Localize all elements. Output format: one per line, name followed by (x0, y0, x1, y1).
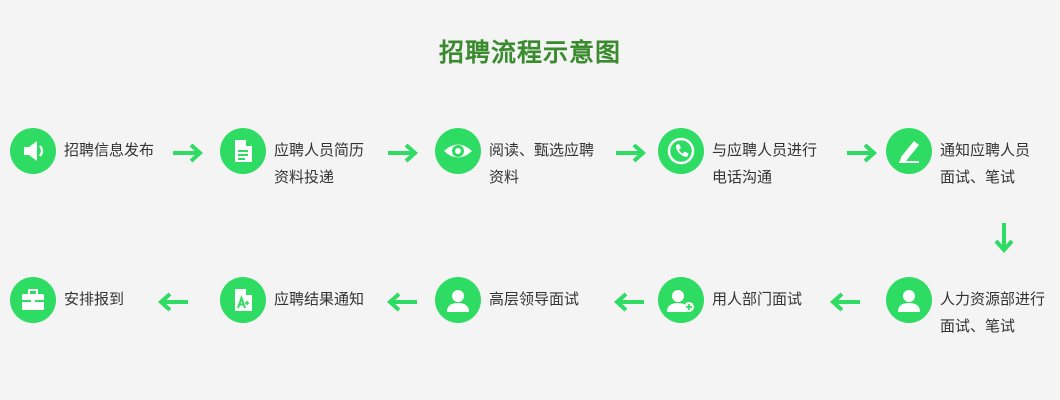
arrow-left-icon (157, 292, 188, 312)
step-label: 通知应聘人员 面试、笔试 (940, 137, 1030, 191)
briefcase-icon (10, 277, 56, 323)
step-label: 高层领导面试 (489, 286, 579, 313)
step-label: 与应聘人员进行 电话沟通 (712, 137, 817, 191)
arrow-right-icon (173, 143, 204, 163)
megaphone-icon (10, 128, 56, 174)
step-label-line: 电话沟通 (712, 168, 773, 186)
user-icon (435, 277, 481, 323)
font-file-icon (220, 277, 266, 323)
step-label: 安排报到 (64, 286, 124, 313)
arrow-left-icon (613, 292, 644, 312)
arrow-down-icon (994, 223, 1014, 254)
step-label-line: 招聘信息发布 (64, 141, 155, 159)
arrow-right-icon (847, 143, 878, 163)
step-label: 阅读、甄选应聘 资料 (489, 137, 594, 191)
step-label-line: 资料 (489, 168, 520, 186)
arrow-left-icon (386, 292, 417, 312)
phone-icon (658, 128, 704, 174)
step-label-line: 通知应聘人员 (940, 141, 1031, 159)
step-label-line: 高层领导面试 (489, 290, 580, 308)
arrow-right-icon (616, 143, 647, 163)
eye-icon (435, 128, 481, 174)
step-label-line: 面试、笔试 (940, 317, 1016, 335)
step-label-line: 用人部门面试 (712, 290, 803, 308)
user-icon (886, 277, 932, 323)
pen-icon (886, 128, 932, 174)
step-label-line: 面试、笔试 (940, 168, 1016, 186)
step-label-line: 与应聘人员进行 (712, 141, 818, 159)
step-label-line: 应聘人员简历 (274, 141, 365, 159)
step-label: 人力资源部进行 面试、笔试 (940, 286, 1045, 340)
step-label-line: 阅读、甄选应聘 (489, 141, 595, 159)
document-icon (220, 128, 266, 174)
step-label-line: 人力资源部进行 (940, 290, 1046, 308)
user-add-icon (658, 277, 704, 323)
arrow-right-icon (388, 143, 419, 163)
step-label-line: 安排报到 (64, 290, 125, 308)
step-label: 招聘信息发布 (64, 137, 154, 164)
step-label-line: 资料投递 (274, 168, 335, 186)
step-label: 应聘结果通知 (274, 286, 364, 313)
diagram-title: 招聘流程示意图 (438, 38, 621, 67)
step-label: 用人部门面试 (712, 286, 802, 313)
arrow-left-icon (829, 292, 860, 312)
step-label-line: 应聘结果通知 (274, 290, 365, 308)
step-label: 应聘人员简历 资料投递 (274, 137, 364, 191)
